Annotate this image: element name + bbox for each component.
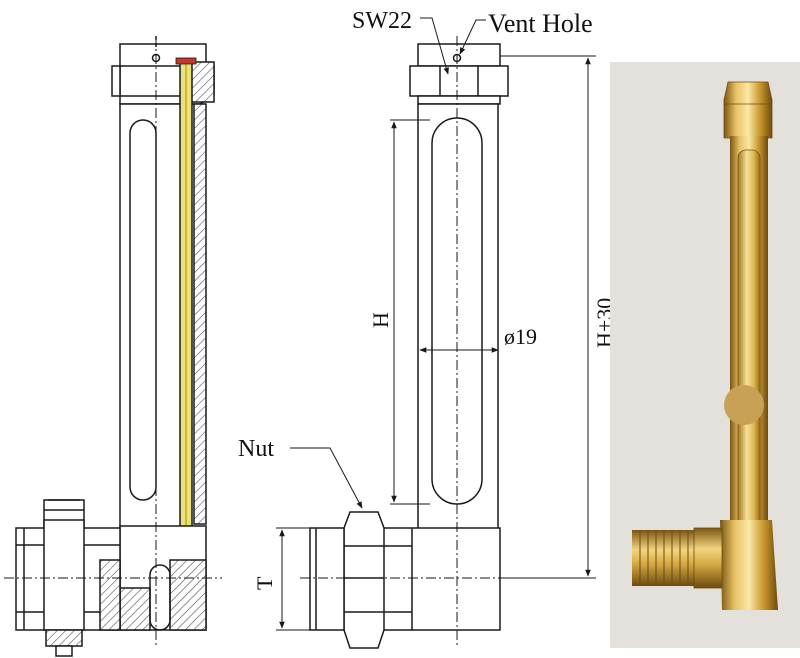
h-label: H [368, 312, 393, 328]
elevation-nut [343, 511, 385, 649]
sw22-leader [420, 17, 449, 75]
photo-float-ball [724, 385, 764, 425]
dia19-label: ø19 [504, 324, 537, 349]
photo-elbow [720, 520, 778, 610]
elevation-elbow [411, 527, 501, 631]
vent-hole-label: Vent Hole [488, 9, 593, 38]
nut-label: Nut [238, 436, 274, 462]
section-tube-body [119, 103, 191, 535]
elevation-view [300, 36, 520, 649]
product-photo [610, 62, 800, 648]
sw22-label: SW22 [352, 8, 412, 34]
dimensions [276, 17, 596, 631]
photo-glass [737, 149, 761, 531]
vent-hole-leader [459, 19, 486, 55]
elevation-tube [417, 103, 499, 533]
t-label: T [252, 576, 277, 590]
section-view [4, 36, 222, 657]
photo-top-cap [723, 81, 773, 139]
nut-leader [290, 447, 363, 509]
